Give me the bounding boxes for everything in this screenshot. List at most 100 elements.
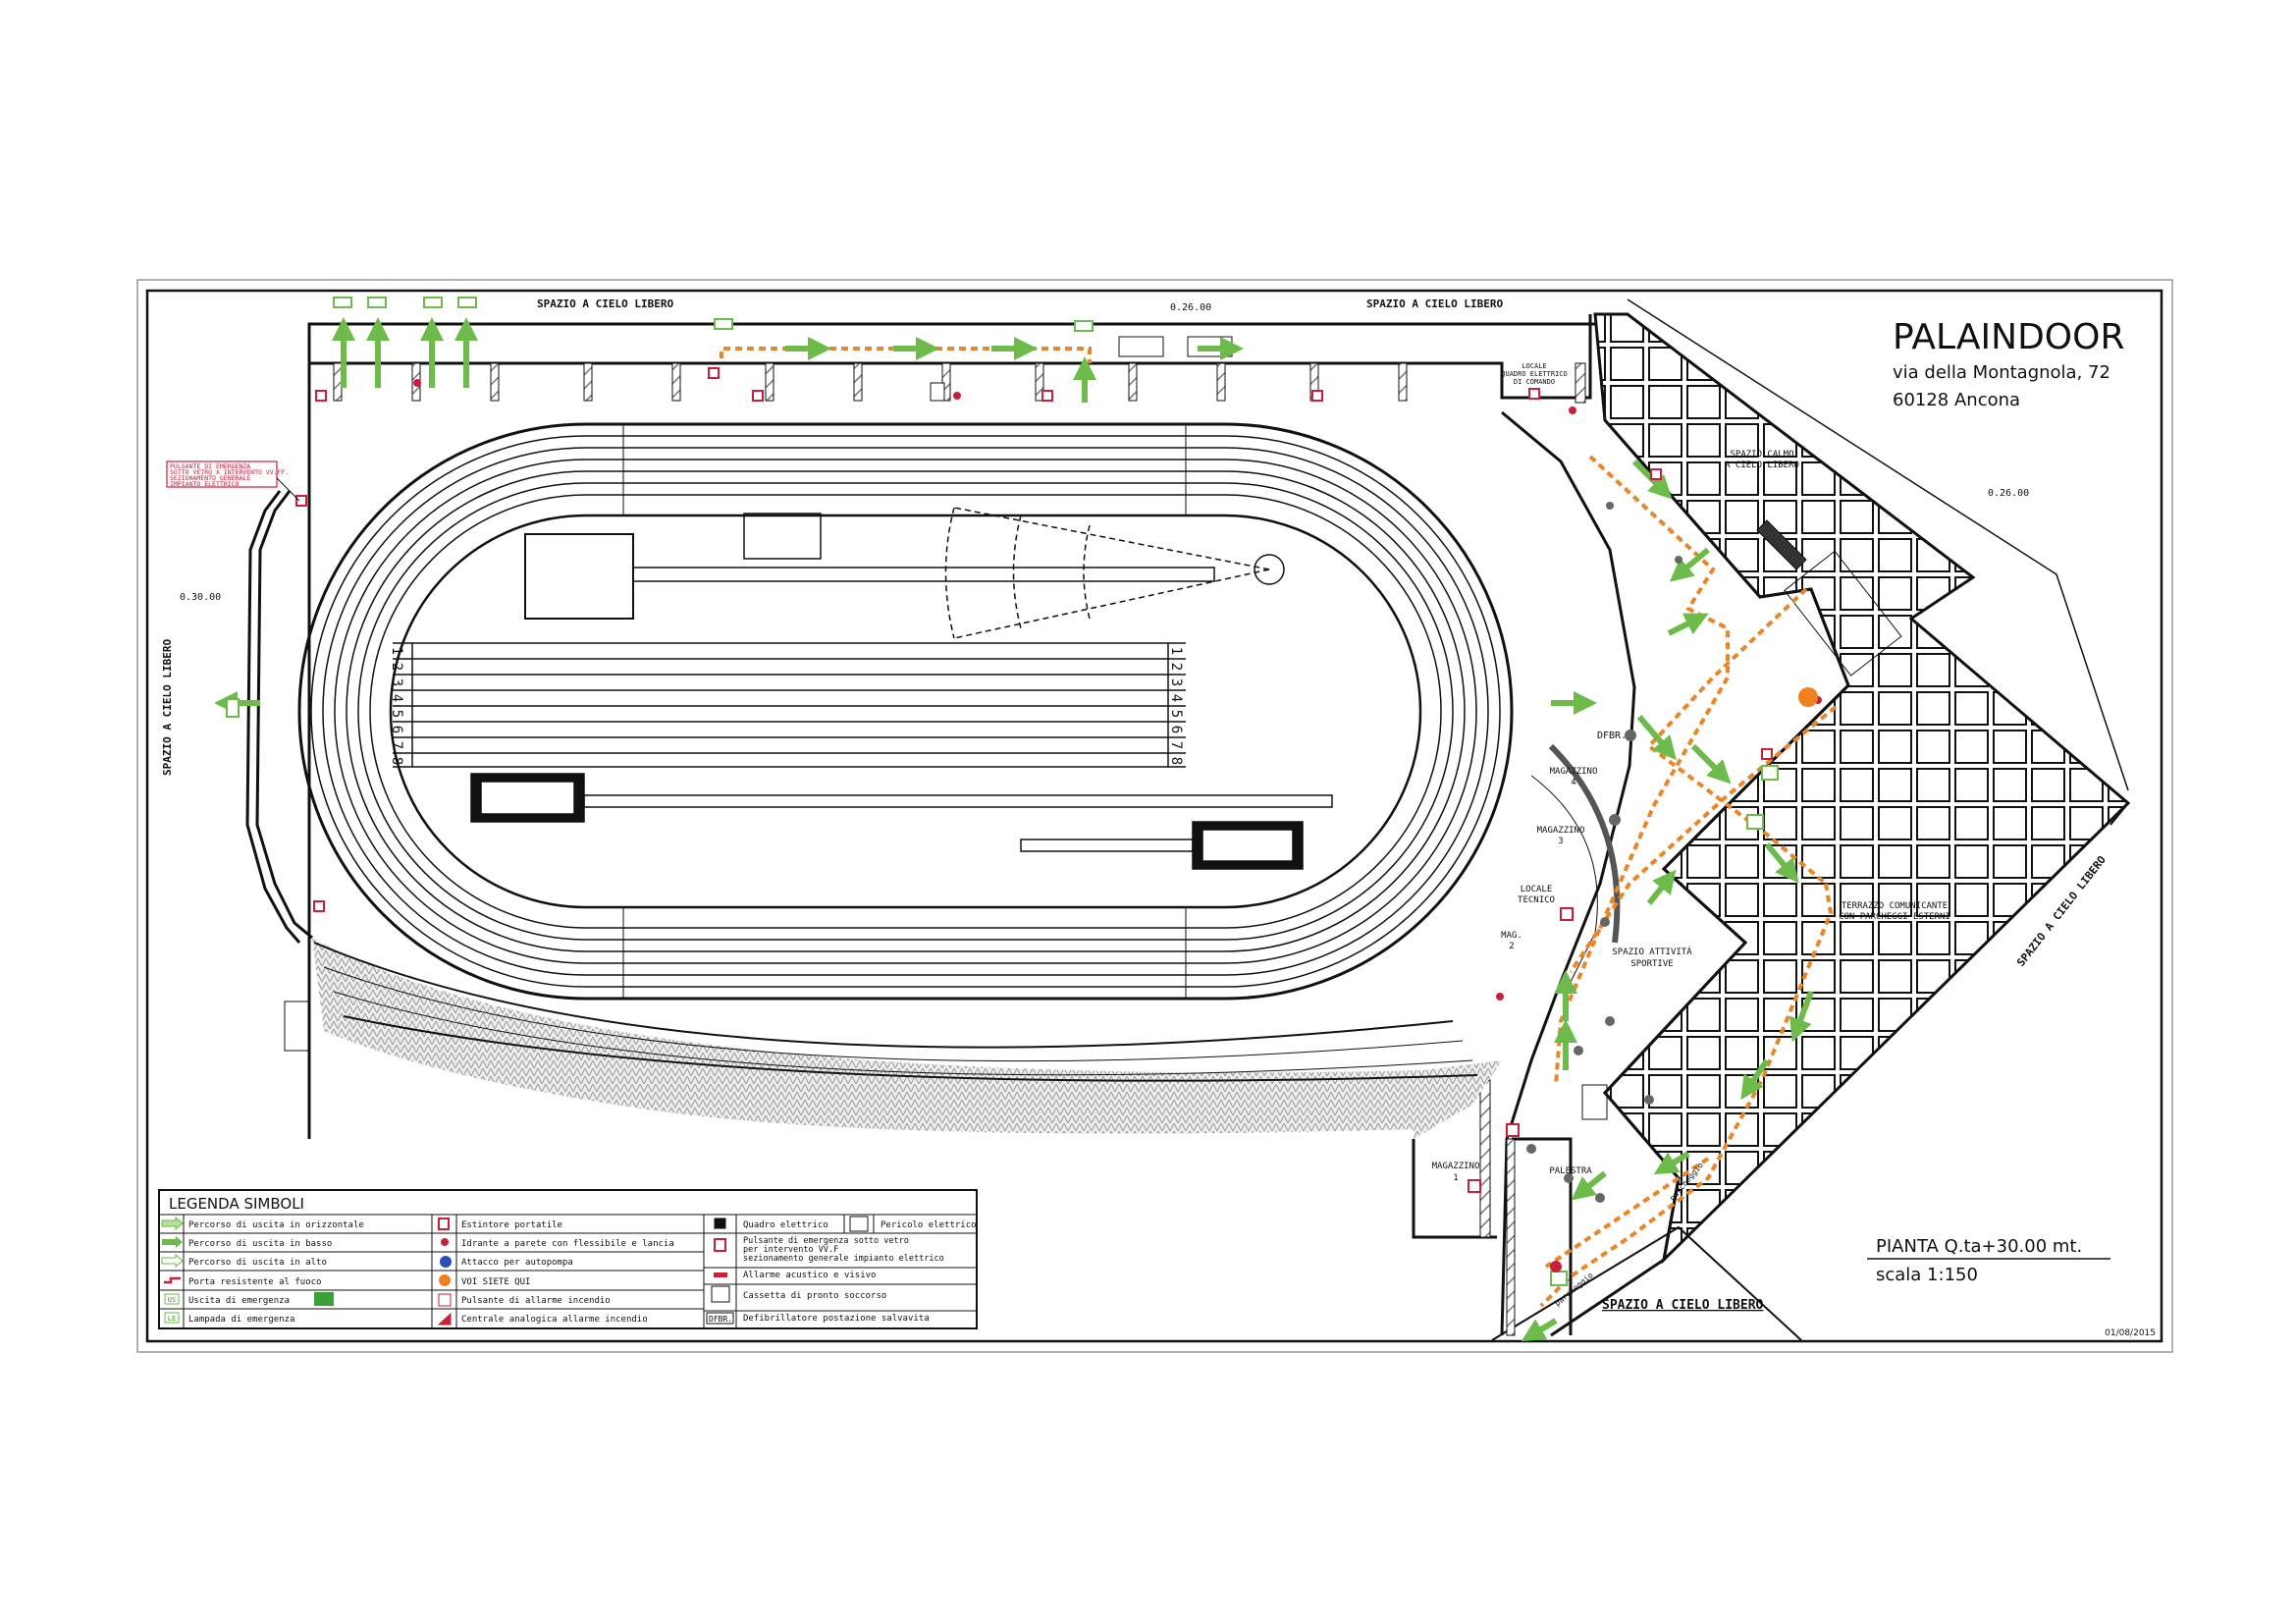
columns-part: [1595, 1193, 1605, 1203]
exit-arrows-part: [1571, 1170, 1607, 1201]
grandstand-part: [313, 942, 1454, 1049]
level-marker: 0.30.00: [180, 592, 221, 603]
room-labels-part: PALESTRA: [1549, 1166, 1592, 1176]
field-events-part: [1254, 554, 1285, 585]
grandstand: [284, 743, 1621, 1139]
level-marker: 0.26.00: [1170, 302, 1211, 313]
legend-label: Pulsante di allarme incendio: [461, 1296, 611, 1306]
legend-label: Percorso di uscita in orizzontale: [188, 1220, 364, 1230]
extinguishers-part: [1468, 1179, 1481, 1193]
legend-label: Percorso di uscita in basso: [188, 1239, 332, 1249]
wall-piers-part: [1216, 362, 1226, 402]
first-aid-icon: [711, 1285, 730, 1303]
room-labels-part-part: MAGAZZINO: [1537, 826, 1585, 836]
room-labels-part-part: SPAZIO CALMO: [1730, 450, 1793, 460]
legend-label: Centrale analogica allarme incendio: [461, 1315, 648, 1325]
lane-number: 3: [389, 678, 404, 686]
field-events: [470, 507, 1333, 870]
room-labels-part-part: 2: [1509, 942, 1514, 951]
grandstand-part: [312, 938, 1502, 1139]
room-labels-part-part: 4: [1571, 778, 1575, 787]
legend-label: Defibrillatore postazione salvavita: [743, 1314, 930, 1324]
level-marker: 0.26.00: [1988, 488, 2029, 499]
you-are-here-legend-icon: [439, 1274, 451, 1286]
building-city: 60128 Ancona: [1893, 390, 2020, 410]
wall-piers-part: [941, 362, 951, 402]
terrace-lower-edge: [1491, 1225, 1802, 1341]
inner-frame: [145, 289, 2163, 1343]
exit-arrows-part: [1631, 459, 1673, 500]
fire-alarm-button: [1550, 1261, 1562, 1272]
legend-label: Pericolo elettrico: [881, 1220, 977, 1230]
running-track-part: [369, 494, 1442, 929]
open-space-label: SPAZIO A CIELO LIBERO: [1602, 1298, 1764, 1313]
lane-number: 2: [389, 663, 404, 671]
field-events-part: [1020, 839, 1194, 852]
extinguishers-part: [752, 390, 764, 402]
room-labels-part-part: SPAZIO ATTIVITÀ: [1612, 946, 1692, 957]
emergency-exit-signs-part: [457, 297, 477, 308]
extinguishers-part: [1560, 907, 1574, 921]
fire-alarm-panel-icon: [437, 1312, 452, 1326]
plan-title: PIANTA Q.ta+30.00 mt.: [1876, 1236, 2082, 1257]
evacuation-routes-part: [1544, 1157, 1710, 1269]
defibrillator-code: DFBR.: [709, 1315, 732, 1324]
emergency-lamp-icon: [164, 1312, 180, 1324]
emergency-button-icon: [714, 1238, 726, 1252]
hydrants-part: [1569, 406, 1576, 414]
exit-code: US: [168, 1296, 176, 1304]
building-walls-part: [255, 490, 313, 940]
emergency-exit-signs-part: [1761, 765, 1779, 781]
legend-part: [158, 1189, 978, 1329]
lane-number: 6: [1168, 726, 1184, 733]
wall-piers-part: [1035, 362, 1044, 402]
emergency-exit-sign-icon: [314, 1292, 334, 1306]
exit-arrows-part: [1764, 842, 1799, 884]
legend-label: Pulsante di emergenza sotto vetro: [743, 1236, 909, 1246]
room-labels-part-part: LOCALE: [1522, 362, 1546, 370]
legend-rows: Percorso di uscita in orizzontalePercors…: [159, 1220, 977, 1325]
lane-number: 4: [389, 694, 404, 702]
legend-label: Porta resistente al fuoco: [188, 1277, 321, 1287]
lane-number: 7: [1168, 741, 1184, 749]
pump-connection-icon: [440, 1256, 452, 1268]
exit-arrows-part: [1669, 547, 1710, 582]
room-labels-part-part: QUADRO ELETTRICO: [1501, 370, 1567, 378]
field-events-part: [583, 794, 1333, 808]
columns-part: [1606, 502, 1614, 510]
field-events-part: [480, 781, 575, 815]
room-labels-part-part: LOCALE: [1521, 885, 1553, 894]
you-are-here-icon: [1798, 687, 1818, 707]
grandstand-part: [343, 1015, 1478, 1082]
lane-number: 6: [389, 726, 404, 733]
field-events-part: [632, 567, 1215, 582]
exit-arrows-part: [1653, 1151, 1690, 1175]
emergency-exit-signs-part: [1746, 814, 1764, 830]
room-labels-part-part: DI COMANDO: [1514, 378, 1555, 386]
running-track-part: [322, 447, 1489, 976]
lane-number: 2: [1168, 663, 1184, 671]
terrace-parapet: [1627, 298, 2129, 791]
lane-number: 1: [1168, 647, 1184, 655]
extinguishers-part: [1761, 748, 1773, 760]
stair: [1118, 336, 1902, 1120]
wall-piers-part: [1575, 362, 1586, 404]
lane-number: 3: [1168, 678, 1184, 686]
stair-part: [1784, 550, 1902, 677]
emergency-exit-signs-part: [1074, 320, 1094, 332]
exit-arrows-part: [1690, 743, 1732, 785]
legend-label: Estintore portatile: [461, 1220, 562, 1230]
exit-arrows-part: [1636, 715, 1677, 761]
columns-part: [1609, 814, 1621, 826]
building-walls-part: [307, 314, 1592, 1139]
building-walls-part: [1603, 419, 1850, 686]
emergency-note-leader: [276, 477, 300, 502]
stair-part: [1118, 336, 1164, 357]
field-events-part: [743, 513, 822, 560]
room-labels-part-part: MAGAZZINO: [1432, 1162, 1480, 1171]
arrow-down-icon: [162, 1236, 183, 1248]
running-track: [297, 422, 1514, 1001]
lane-number: 5: [1168, 710, 1184, 718]
